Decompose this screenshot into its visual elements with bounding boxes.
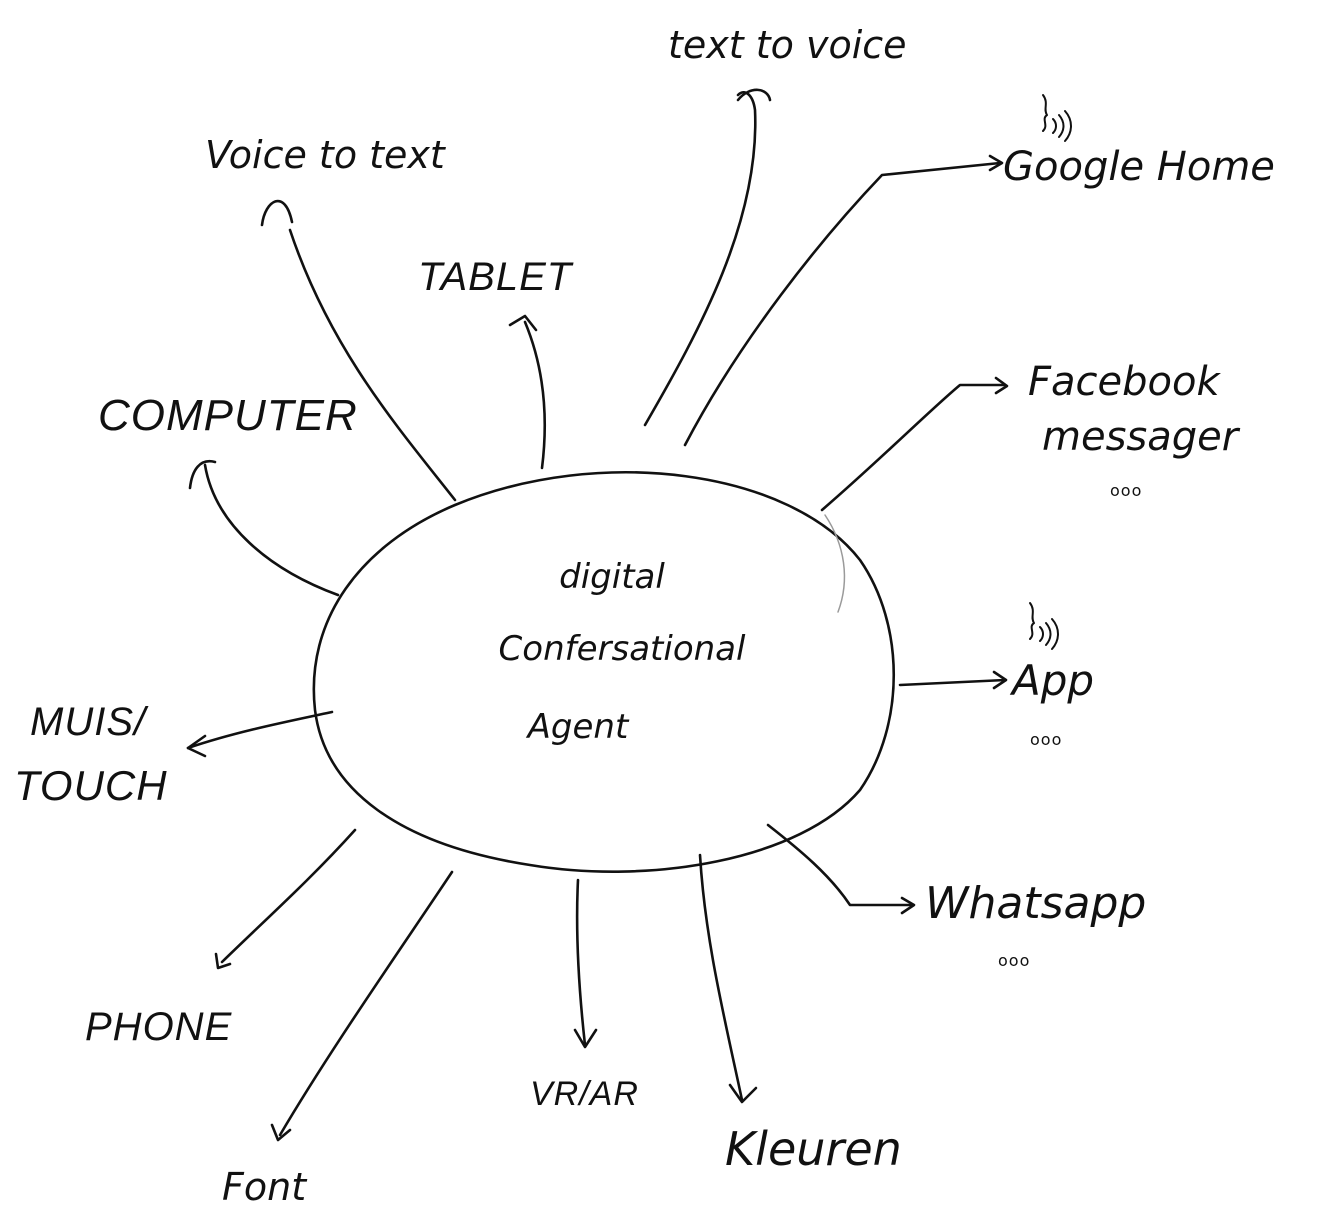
connector-font: [278, 870, 454, 1137]
connector-text-to-voice: [643, 90, 757, 427]
arrowhead-font: [270, 1123, 292, 1142]
connector-tablet: [523, 320, 547, 470]
arrowhead-kleuren: [728, 1083, 758, 1104]
central-blob: [312, 471, 895, 873]
connector-muis-touch: [186, 710, 334, 750]
facebook-more-dots: ooo: [1110, 481, 1142, 500]
arrowhead-facebook: [994, 376, 1009, 395]
speaker-icon: [1042, 94, 1072, 142]
label-font: Font: [222, 1165, 308, 1209]
label-voice-to-text: Voice to text: [205, 133, 447, 177]
center-line-3: Agent: [526, 707, 630, 747]
connector-vr-ar: [575, 878, 587, 1047]
label-computer: COMPUTER: [98, 391, 358, 440]
whatsapp-more-dots: ooo: [998, 951, 1030, 970]
connector-facebook: [820, 383, 1007, 512]
connector-kleuren: [698, 853, 744, 1102]
label-muis: MUIS/: [30, 700, 149, 744]
center-line-1: digital: [559, 557, 665, 597]
connector-computer: [203, 463, 340, 597]
arrowhead-muis-touch: [186, 734, 207, 758]
arrowhead-vr-ar: [573, 1028, 598, 1049]
label-phone: PHONE: [85, 1005, 233, 1049]
connector-whatsapp: [766, 823, 914, 907]
arrowhead-computer: [188, 459, 217, 490]
label-messager: messager: [1042, 414, 1241, 460]
blob-inner-stroke: [824, 514, 846, 613]
app-more-dots: ooo: [1030, 730, 1062, 749]
arrowhead-text-to-voice: [736, 88, 772, 102]
arrowhead-whatsapp: [900, 896, 916, 915]
arrowhead-phone: [214, 952, 232, 970]
connector-voice-to-text: [288, 228, 457, 502]
speaker-icon: [1029, 602, 1059, 650]
label-app: App: [1009, 656, 1094, 705]
connector-phone: [220, 828, 357, 964]
label-text-to-voice: text to voice: [668, 23, 907, 67]
connector-app: [898, 678, 1007, 687]
arrowhead-google-home: [988, 154, 1004, 172]
label-facebook: Facebook: [1028, 359, 1221, 405]
label-vr-ar: VR/AR: [530, 1075, 639, 1113]
label-whatsapp: Whatsapp: [925, 878, 1146, 929]
label-google-home: Google Home: [1003, 144, 1275, 190]
center-line-2: Confersational: [499, 629, 746, 669]
label-tablet: TABLET: [418, 255, 574, 299]
label-kleuren: Kleuren: [725, 1122, 902, 1176]
arrowhead-app: [992, 670, 1008, 690]
connector-google-home: [683, 161, 1002, 447]
arrowhead-tablet: [508, 314, 538, 332]
label-touch: TOUCH: [14, 762, 168, 809]
arrowhead-voice-to-text: [260, 199, 294, 227]
